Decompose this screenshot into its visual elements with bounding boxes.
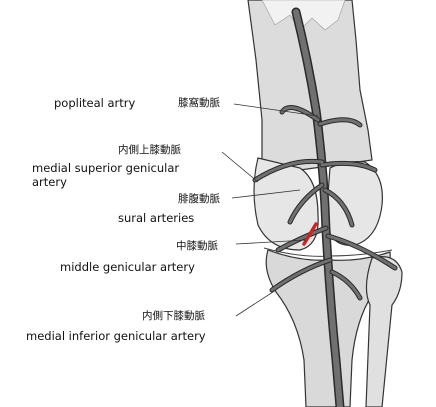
artery-branches [252, 105, 398, 301]
label-medial-inferior-en: medial inferior genicular artery [26, 329, 206, 343]
label-sural-en: sural arteries [118, 211, 195, 225]
label-medial-superior-en-1: medial superior genicular [32, 161, 180, 175]
lateral-condyle [325, 161, 383, 246]
popliteal-artery [293, 9, 343, 407]
label-medial-inferior-jp: 内側下膝動脈 [142, 310, 205, 322]
leader-lines [221, 103, 319, 317]
middle-genicular-highlight [302, 222, 318, 246]
label-popliteal-jp: 膝窩動脈 [178, 97, 220, 109]
label-medial-superior-jp: 内側上膝動脈 [118, 144, 181, 156]
label-middle-en: middle genicular artery [60, 260, 195, 274]
label-sural-jp: 腓腹動脈 [178, 193, 220, 205]
fibula-bone [365, 256, 403, 407]
femur-top-shading [261, 0, 346, 31]
label-middle-jp: 中膝動脈 [176, 240, 218, 252]
label-popliteal-en: popliteal artry [54, 96, 136, 110]
label-medial-superior-en-2: artery [32, 175, 67, 189]
